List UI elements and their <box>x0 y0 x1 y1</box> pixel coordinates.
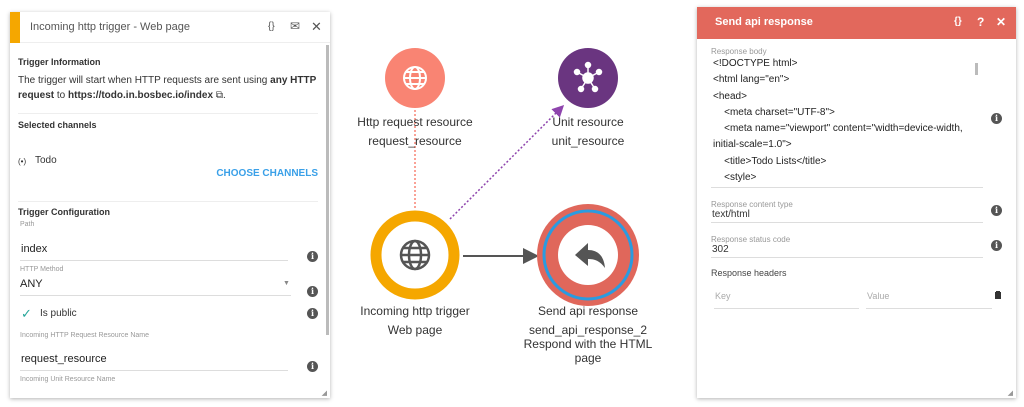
scrollbar[interactable] <box>326 45 329 335</box>
chevron-down-icon[interactable]: ▼ <box>283 280 290 287</box>
response-body-label: Response body <box>711 47 767 56</box>
code-line: <html lang="en"> <box>713 74 790 86</box>
code-line: <meta charset="UTF-8"> <box>713 106 835 118</box>
check-icon[interactable]: ✓ <box>21 306 32 321</box>
underline <box>711 257 983 258</box>
node-send-api-response[interactable] <box>537 204 639 306</box>
selected-channels-heading: Selected channels <box>18 120 97 130</box>
method-label: HTTP Method <box>20 266 64 273</box>
panel-title: Incoming http trigger - Web page <box>30 21 190 33</box>
node-unit[interactable] <box>558 48 618 108</box>
unit-resource-label: Incoming Unit Resource Name <box>20 376 116 383</box>
node-description: Respond with the HTML <box>523 337 653 351</box>
path-label: Path <box>20 221 35 228</box>
mail-icon[interactable]: ✉ <box>290 19 301 33</box>
header-key-input[interactable]: Key <box>715 291 731 301</box>
trigger-description: The trigger will start when HTTP request… <box>18 73 323 103</box>
status-code-input[interactable]: 302 <box>712 244 729 255</box>
trigger-config-heading: Trigger Configuration <box>18 207 110 217</box>
accent-bar <box>10 12 20 43</box>
text: request <box>18 90 55 101</box>
underline <box>20 370 288 371</box>
underline <box>20 260 288 261</box>
hub-icon <box>573 61 603 93</box>
request-resource-input[interactable]: request_resource <box>21 353 107 365</box>
reply-icon <box>575 243 605 268</box>
node-label: Incoming http trigger <box>360 304 470 318</box>
globe-icon <box>399 239 431 271</box>
info-icon[interactable]: i <box>307 361 318 372</box>
text: . <box>222 90 226 101</box>
info-icon[interactable]: i <box>307 286 318 297</box>
path-input[interactable]: index <box>21 243 48 255</box>
node-http-request[interactable] <box>385 48 445 108</box>
info-icon[interactable]: i <box>307 251 318 262</box>
code-braces-icon[interactable]: {} <box>954 16 962 27</box>
node-label: Send api response <box>537 304 639 318</box>
node-description: page <box>574 351 602 365</box>
close-icon[interactable]: ✕ <box>311 19 322 34</box>
underline <box>20 295 291 296</box>
divider <box>18 201 318 202</box>
trigger-info-heading: Trigger Information <box>18 57 101 67</box>
request-resource-label: Incoming HTTP Request Resource Name <box>20 332 150 339</box>
code-line: <head> <box>713 90 747 102</box>
info-icon[interactable]: i <box>991 113 1002 124</box>
panel-title: Send api response <box>715 16 813 28</box>
node-sublabel: Web page <box>387 323 443 337</box>
node-sublabel: send_api_response_2 <box>528 323 648 337</box>
panel-header: Send api response {} ? ✕ <box>697 7 1016 39</box>
close-icon[interactable]: ✕ <box>996 15 1007 29</box>
help-icon[interactable]: ? <box>977 15 985 29</box>
node-incoming-trigger[interactable] <box>370 210 460 300</box>
choose-channels-button[interactable]: CHOOSE CHANNELS <box>216 168 318 179</box>
code-line: <title>Todo Lists</title> <box>713 155 827 167</box>
edge-trigger-to-unit <box>449 104 565 220</box>
text: The trigger will start when HTTP request… <box>18 75 271 86</box>
content-type-label: Response content type <box>711 200 793 209</box>
code-lines: <!DOCTYPE html> <html lang="en"> <head> <m… <box>711 56 983 187</box>
broadcast-icon: (•) <box>18 157 27 166</box>
code-line: * { <box>713 186 983 187</box>
panel-header: Incoming http trigger - Web page {} ✉ ✕ <box>10 12 330 43</box>
node-sublabel: request_resource <box>368 134 462 148</box>
response-body-textarea[interactable]: <!DOCTYPE html> <html lang="en"> <head> <m… <box>711 56 983 188</box>
content-type-input[interactable]: text/html <box>712 209 750 220</box>
code-braces-icon[interactable]: {} <box>268 21 275 32</box>
info-icon[interactable]: i <box>307 308 318 319</box>
trash-icon[interactable] <box>995 292 1001 299</box>
header-value-input[interactable]: Value <box>867 291 890 301</box>
is-public-label: Is public <box>40 308 77 319</box>
info-icon[interactable]: i <box>991 240 1002 251</box>
method-select[interactable]: ANY <box>20 278 43 290</box>
trigger-url: https://todo.in.bosbec.io/index <box>68 90 214 101</box>
code-line: <!DOCTYPE html> <box>713 58 798 69</box>
resize-handle[interactable]: ◢ <box>1007 390 1013 397</box>
resize-handle[interactable]: ◢ <box>321 390 327 397</box>
channel-todo: Todo <box>35 155 57 166</box>
underline <box>866 308 992 309</box>
node-label: Unit resource <box>552 115 624 129</box>
code-line: <meta name="viewport" content="width=dev… <box>713 123 963 135</box>
status-code-label: Response status code <box>711 235 791 244</box>
send-api-response-panel: Send api response {} ? ✕ Response body <… <box>697 7 1016 398</box>
globe-icon <box>403 66 427 90</box>
underline <box>714 308 859 309</box>
code-line: <style> <box>713 172 757 184</box>
info-icon[interactable]: i <box>991 205 1002 216</box>
trigger-panel: Incoming http trigger - Web page {} ✉ ✕ … <box>10 12 330 398</box>
node-sublabel: unit_resource <box>551 134 625 148</box>
text: any HTTP <box>270 75 317 86</box>
code-line: initial-scale=1.0"> <box>713 139 792 151</box>
copy-icon[interactable]: ⧉ <box>215 90 223 101</box>
text: to <box>54 90 69 101</box>
response-headers-label: Response headers <box>711 268 787 278</box>
node-label: Http request resource <box>357 115 473 129</box>
divider <box>18 113 318 114</box>
scrollbar[interactable] <box>975 63 978 75</box>
underline <box>711 222 983 223</box>
